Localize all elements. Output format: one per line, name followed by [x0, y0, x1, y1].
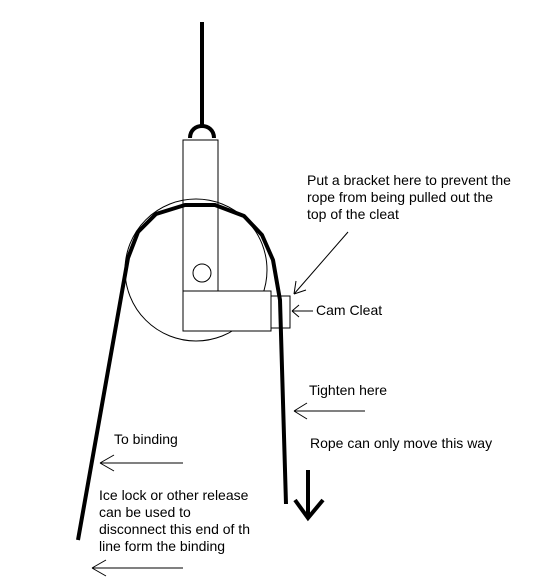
- tighten-label: Tighten here: [309, 382, 388, 398]
- cam-cleat-pointer-arrow: [291, 304, 313, 318]
- release-note-label: Ice lock or other release can be used to…: [99, 487, 250, 554]
- rope-direction-label: Rope can only move this way: [310, 435, 493, 451]
- cam-cleat-label: Cam Cleat: [316, 302, 383, 318]
- release-arrow: [91, 559, 183, 577]
- pulley-axle: [192, 263, 212, 283]
- bracket-pointer-arrow: [293, 231, 349, 295]
- to-binding-arrow: [99, 454, 183, 472]
- cleat-mount-plate: [182, 290, 272, 332]
- rope-over-pulley: [76, 203, 288, 541]
- to-binding-label: To binding: [114, 431, 178, 447]
- bracket-note-label: Put a bracket here to prevent the rope f…: [307, 172, 511, 222]
- pulley-bracket-arm: [182, 139, 219, 293]
- tighten-arrow: [293, 402, 365, 420]
- shackle-ring: [188, 124, 216, 139]
